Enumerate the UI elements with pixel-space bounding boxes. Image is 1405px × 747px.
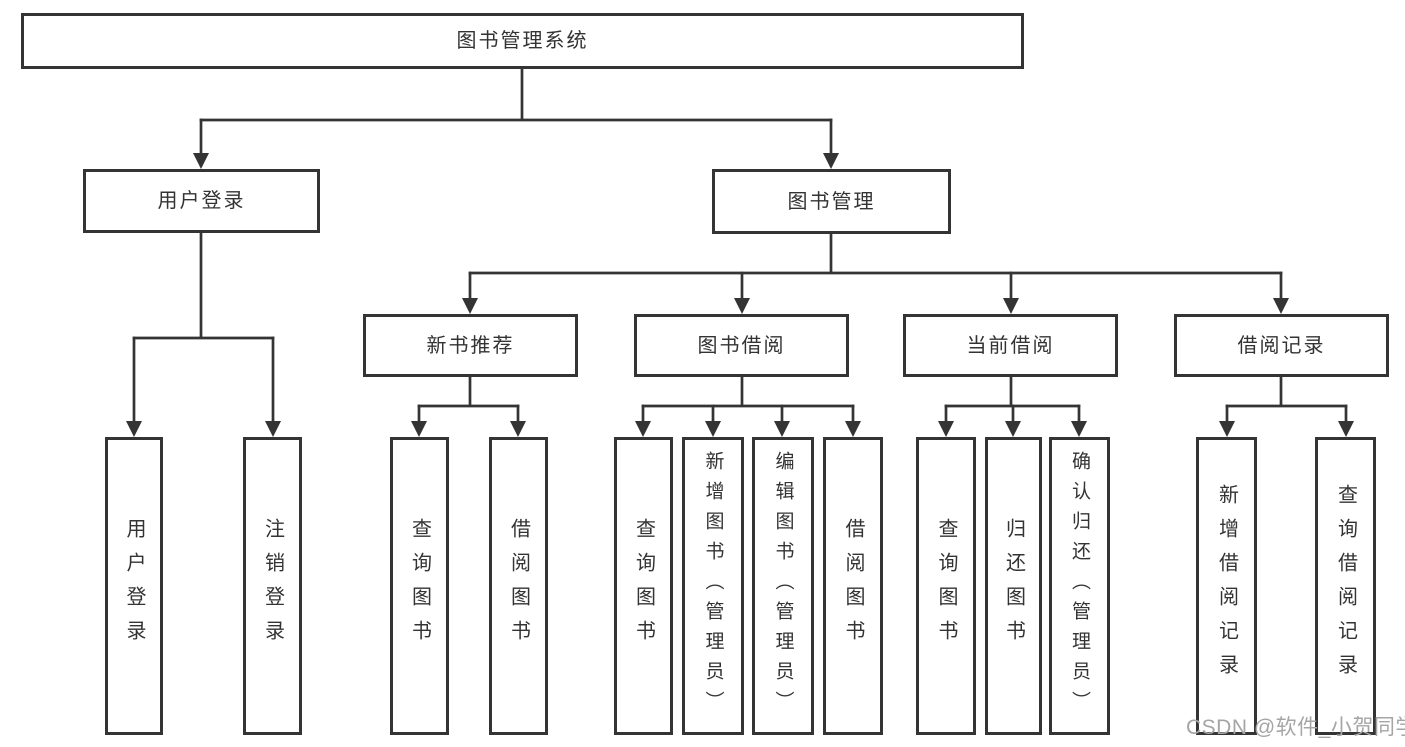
node-query-books-borrowing-label: 查询图书: [632, 518, 655, 654]
node-borrow-books-recommend: 借阅图书: [489, 437, 548, 735]
node-edit-books-admin: 编辑图书（管理员）: [752, 437, 814, 735]
node-borrow-books-borrowing-label: 借阅图书: [842, 518, 864, 654]
node-return-books-label: 归还图书: [1002, 518, 1025, 654]
node-edit-books-admin-label: 编辑图书（管理员）: [772, 451, 794, 721]
node-logout-label: 注销登录: [261, 518, 284, 654]
node-return-books: 归还图书: [985, 437, 1042, 735]
node-book-borrowing-label: 图书借阅: [697, 334, 786, 357]
node-book-management: 图书管理: [712, 169, 951, 234]
node-current-borrowing: 当前借阅: [903, 314, 1118, 377]
csdn-watermark: CSDN @软件_小贺同学: [1186, 716, 1405, 739]
node-query-borrow-record: 查询借阅记录: [1315, 437, 1376, 735]
node-user-login-module-label: 用户登录: [157, 190, 246, 212]
node-book-borrowing: 图书借阅: [634, 314, 849, 377]
node-borrow-books-borrowing: 借阅图书: [823, 437, 883, 735]
node-add-borrow-record: 新增借阅记录: [1196, 437, 1257, 735]
node-new-book-recommend-label: 新书推荐: [426, 334, 515, 357]
node-user-login-module: 用户登录: [83, 169, 320, 233]
node-add-borrow-record-label: 新增借阅记录: [1215, 484, 1238, 688]
node-query-books-recommend: 查询图书: [390, 437, 449, 735]
node-root-label: 图书管理系统: [456, 30, 589, 52]
node-borrow-books-recommend-label: 借阅图书: [507, 518, 530, 654]
node-book-management-label: 图书管理: [787, 190, 876, 213]
node-new-book-recommend: 新书推荐: [363, 314, 578, 377]
node-add-books-admin-label: 新增图书（管理员）: [702, 451, 724, 721]
node-query-borrow-record-label: 查询借阅记录: [1334, 484, 1357, 688]
node-current-borrowing-label: 当前借阅: [966, 334, 1055, 357]
node-root: 图书管理系统: [21, 13, 1024, 69]
node-logout: 注销登录: [243, 437, 302, 735]
node-borrowing-records-label: 借阅记录: [1237, 334, 1326, 357]
node-confirm-return-admin: 确认归还（管理员）: [1049, 437, 1110, 735]
node-query-books-borrowing: 查询图书: [614, 437, 673, 735]
node-borrowing-records: 借阅记录: [1174, 314, 1389, 377]
node-query-books-recommend-label: 查询图书: [408, 518, 431, 654]
node-user-login-label: 用户登录: [123, 518, 145, 654]
node-query-books-current-label: 查询图书: [935, 518, 957, 654]
node-add-books-admin: 新增图书（管理员）: [682, 437, 744, 735]
node-confirm-return-admin-label: 确认归还（管理员）: [1069, 451, 1090, 721]
node-user-login: 用户登录: [105, 437, 163, 735]
node-query-books-current: 查询图书: [916, 437, 976, 735]
